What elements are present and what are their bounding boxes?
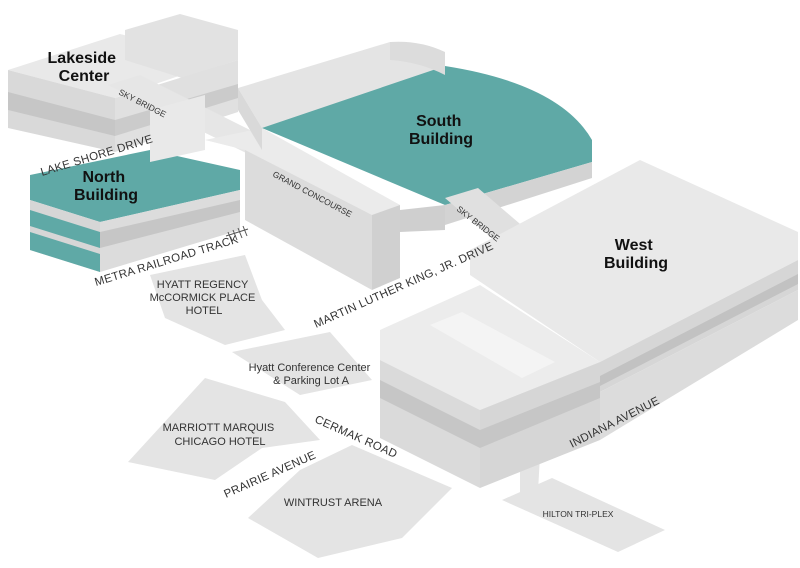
marriott-label: MARRIOTT MARQUIS CHICAGO HOTEL [163,422,278,448]
hyatt-conference-label: Hyatt Conference Center & Parking Lot A [249,362,374,387]
hyatt-conf-plot[interactable] [232,332,372,395]
hyatt-regency-plot[interactable] [150,255,285,345]
hilton-plot[interactable] [502,478,665,552]
hilton-triplex-label: HILTON TRI-PLEX [543,509,614,519]
north-building[interactable] [30,150,240,272]
wintrust-plot[interactable] [248,445,452,558]
west-building-label: West Building [604,237,668,272]
north-building-label: North Building [74,169,138,204]
grand-concourse[interactable] [108,75,400,290]
hyatt-regency-label: HYATT REGENCY McCORMICK PLACE HOTEL [150,279,259,317]
lakeside-center-label: Lakeside Center [48,50,121,85]
ground-plots [128,255,665,558]
wintrust-arena-label: WINTRUST ARENA [284,497,383,509]
west-building[interactable] [380,160,798,488]
railroad-track-icon [225,225,249,243]
marriott-plot[interactable] [128,378,320,480]
south-building-label: South Building [409,113,473,148]
south-building[interactable] [238,41,592,232]
